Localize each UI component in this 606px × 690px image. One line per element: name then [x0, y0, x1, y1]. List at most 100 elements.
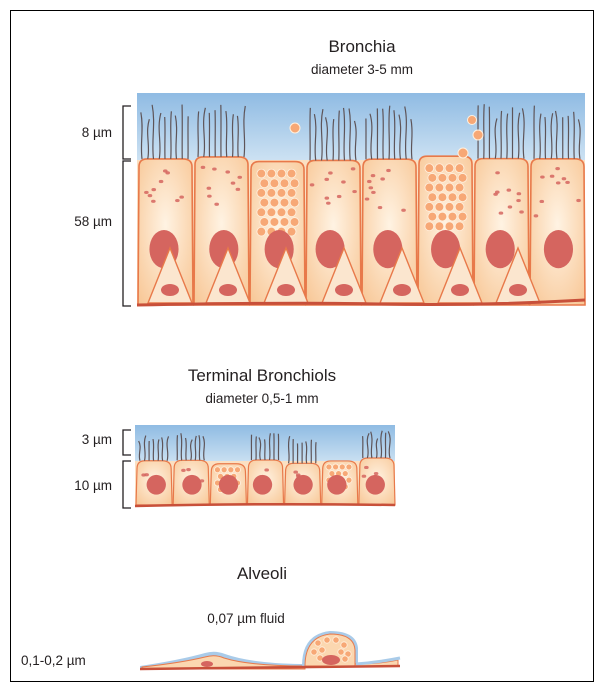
cell-vesicle: [540, 175, 545, 178]
basal-cell-nucleus: [451, 284, 469, 296]
bronchiols-epithelium-label: 10 µm: [74, 478, 112, 493]
mucus-granule: [257, 189, 266, 198]
mucus-granule: [287, 208, 296, 217]
mucus-granule: [448, 173, 457, 182]
mucus-granule: [228, 467, 234, 473]
cell-vesicle: [264, 468, 269, 471]
cell-nucleus: [219, 475, 238, 495]
mucus-granule: [290, 179, 299, 188]
mucus-granule: [333, 464, 339, 470]
cell-nucleus: [147, 475, 166, 495]
mucus-granule: [287, 189, 296, 198]
bronchiols-subtitle: diameter 0,5-1 mm: [205, 391, 318, 406]
mucus-granule: [445, 183, 454, 192]
mucus-granule: [448, 212, 457, 221]
cell-vesicle: [495, 171, 500, 174]
cell-vesicle: [175, 199, 180, 202]
mucus-granule: [260, 218, 269, 227]
mucus-granule: [458, 173, 467, 182]
bronchia-epithelium-label: 58 µm: [74, 214, 112, 229]
mucus-granule: [260, 179, 269, 188]
mucus-granule: [277, 208, 286, 217]
cell-vesicle: [225, 170, 230, 173]
cell-vesicle: [326, 202, 331, 205]
cell-vesicle: [337, 195, 342, 198]
alveoli-type1-nucleus: [201, 661, 213, 667]
cell-vesicle: [181, 469, 186, 472]
mucus-granule: [270, 198, 279, 207]
mucus-granule: [270, 218, 279, 227]
cell-vesicle: [201, 166, 206, 169]
cell-nucleus: [293, 475, 312, 495]
mucus-granule: [346, 477, 352, 483]
mucus-granule: [425, 183, 434, 192]
mucus-granule: [428, 193, 437, 202]
alveoli-thickness-label: 0,1-0,2 µm: [21, 653, 86, 668]
cell-vesicle: [310, 183, 315, 186]
cell-vesicle: [325, 197, 330, 200]
mucus-granule: [455, 202, 464, 211]
mucus-granule: [445, 164, 454, 173]
alveoli-granule: [338, 649, 344, 655]
basal-cell-nucleus: [393, 284, 411, 296]
bronchiols-brackets: [123, 430, 131, 508]
cell-vesicle: [374, 472, 379, 475]
cilium: [339, 111, 340, 161]
mucus-granule: [455, 183, 464, 192]
cilium: [574, 112, 575, 159]
cell-vesicle: [207, 195, 212, 198]
cell-vesicle: [341, 180, 346, 183]
cilium: [333, 119, 334, 160]
mucus-granule: [455, 164, 464, 173]
alveoli-granule: [341, 642, 347, 648]
cell-vesicle: [214, 203, 219, 206]
cell-vesicle: [212, 167, 217, 170]
mucus-granule: [326, 464, 332, 470]
mucus-granule: [221, 467, 227, 473]
cell-vesicle: [368, 186, 373, 189]
cilium: [484, 104, 485, 158]
alveoli-granule: [324, 637, 330, 643]
basal-cell-nucleus: [161, 284, 179, 296]
cell-nucleus: [253, 475, 272, 495]
mucus-granule: [458, 193, 467, 202]
mucus-granule: [435, 164, 444, 173]
bronchia-title: Bronchia: [328, 37, 396, 56]
mucus-granule: [425, 222, 434, 231]
alveoli-fluid-label: 0,07 µm fluid: [207, 611, 285, 626]
cell-vesicle: [495, 191, 500, 194]
cilium: [383, 109, 384, 160]
basal-cell-nucleus: [509, 284, 527, 296]
cilium: [501, 111, 502, 159]
cell-vesicle: [386, 169, 391, 172]
cilium: [237, 116, 238, 157]
mucus-granule: [267, 169, 276, 178]
cell-vesicle: [516, 199, 521, 202]
mucus-granule: [425, 164, 434, 173]
mucus-granule: [257, 227, 266, 236]
cilium: [389, 106, 390, 160]
mucus-granule: [287, 169, 296, 178]
cell-vesicle: [236, 188, 241, 191]
cell-vesicle: [380, 177, 385, 180]
alveoli-granule: [319, 647, 325, 653]
mucus-granule: [267, 208, 276, 217]
mucus-granule: [270, 179, 279, 188]
cell-vesicle: [328, 171, 333, 174]
cell-vesicle: [371, 191, 376, 194]
mucus-granule: [435, 222, 444, 231]
cell-vesicle: [517, 192, 522, 195]
bronchia-section: [137, 93, 585, 305]
cell-vesicle: [565, 181, 570, 184]
alveoli-granule: [315, 640, 321, 646]
cilium: [153, 439, 154, 461]
bronchia-epithelium-bracket: [123, 161, 131, 306]
cell-nucleus: [327, 475, 346, 495]
alveoli-type2-nucleus: [322, 655, 340, 665]
bronchia-mucus-bracket: [123, 106, 131, 159]
cell-vesicle: [159, 180, 164, 183]
mucus-granule: [267, 189, 276, 198]
bronchia-brackets: [123, 106, 131, 306]
cell-vesicle: [179, 195, 184, 198]
